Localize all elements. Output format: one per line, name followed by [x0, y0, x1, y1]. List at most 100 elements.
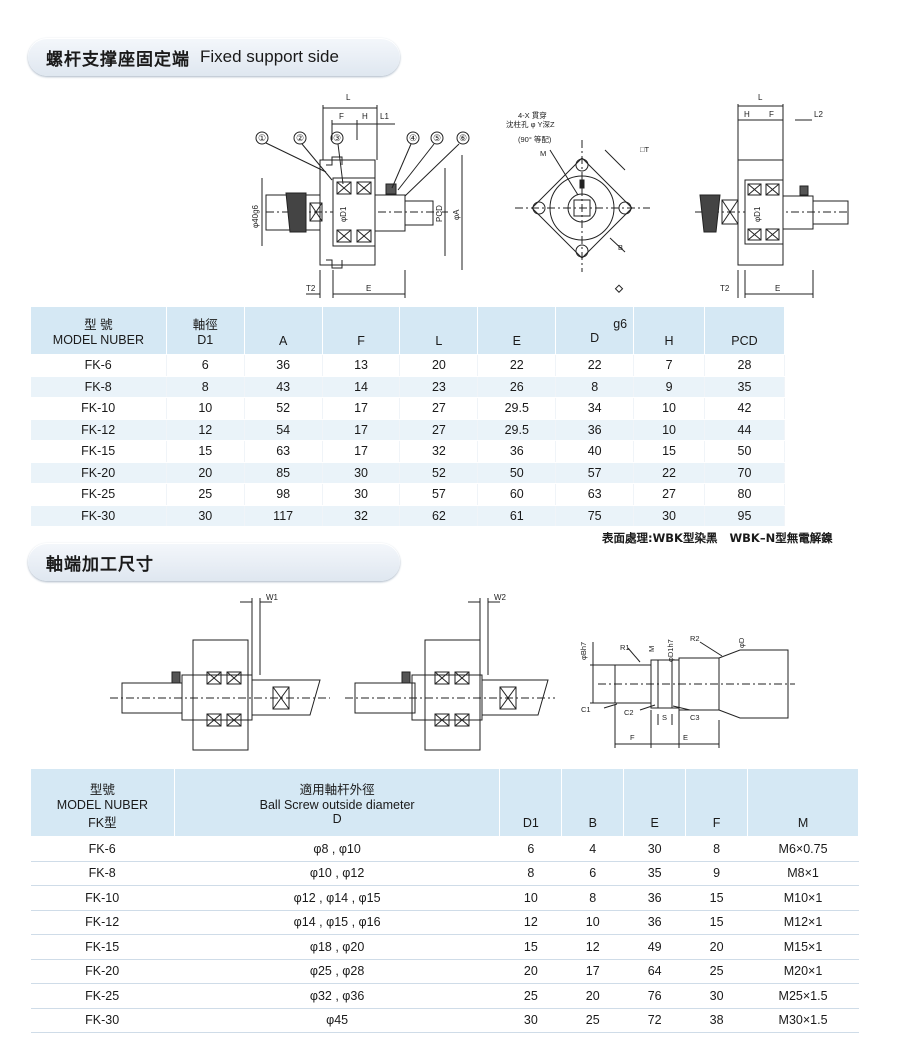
dim-label: C3 — [690, 713, 700, 722]
section-drawing-2-labels: L H F L2 φD1 T2 E — [720, 93, 823, 293]
table-cell: 32 — [399, 440, 479, 463]
table-cell: FK-15 — [30, 934, 175, 960]
shaft-end-detail-labels: φBh7 R1 M φD1h7 R2 φD C1 C2 S C3 F E — [579, 634, 746, 742]
col-header-e: E — [623, 768, 687, 837]
table-cell: 98 — [244, 483, 323, 506]
table-cell: 10 — [166, 397, 245, 420]
table-cell: 8 — [499, 861, 563, 886]
table-cell: 30 — [633, 505, 706, 527]
table-cell: 60 — [477, 483, 557, 506]
table-cell: 36 — [623, 885, 687, 911]
table-cell: 20 — [499, 959, 563, 984]
table-cell: 40 — [555, 440, 635, 463]
table-cell: 42 — [704, 397, 785, 420]
table-cell: 20 — [166, 462, 245, 484]
table-cell: 13 — [322, 354, 401, 377]
table-cell: FK-10 — [30, 885, 175, 911]
table-cell: 8 — [561, 885, 625, 911]
counterbore-label: 沈柱孔 φ Y深Z — [506, 119, 555, 129]
table-cell: 52 — [399, 462, 479, 484]
table-cell: φ18 , φ20 — [174, 934, 501, 960]
dim-label: PCD — [435, 205, 444, 222]
front-view-labels: 4-X 貫穿 沈柱孔 φ Y深Z (90° 等配) M □T B — [506, 110, 650, 252]
table-cell: 64 — [623, 959, 687, 984]
table-cell: 54 — [244, 419, 323, 441]
table-cell: M30×1.5 — [747, 1008, 859, 1033]
table-cell: 27 — [399, 419, 479, 441]
table-cell: 30 — [322, 483, 401, 506]
table-cell: 50 — [477, 462, 557, 484]
table-cell: 49 — [623, 934, 687, 960]
dim-label: φD1h7 — [666, 639, 675, 662]
hole-label: 4-X 貫穿 — [518, 110, 547, 120]
table-cell: 72 — [623, 1008, 687, 1033]
callout-2: ② — [296, 133, 304, 143]
col-header-h: H — [633, 306, 706, 355]
dim-label: W1 — [266, 593, 279, 602]
shaft-end-drawings: W1 W2 φBh7 R1 M φD1h7 — [110, 593, 795, 751]
pitch-label: (90° 等配) — [518, 134, 552, 144]
table-cell: 25 — [499, 983, 563, 1009]
table-cell: 17 — [561, 959, 625, 984]
table-cell: FK-20 — [30, 462, 167, 484]
col-header-pcd: PCD — [704, 306, 785, 355]
table-cell: 85 — [244, 462, 323, 484]
table-cell: 10 — [633, 419, 706, 441]
table-cell: 63 — [244, 440, 323, 463]
callout-1: ① — [258, 133, 266, 143]
table-cell: 117 — [244, 505, 323, 527]
table-cell: 8 — [685, 836, 749, 862]
table-cell: 30 — [623, 836, 687, 862]
dim-label: L2 — [814, 110, 823, 119]
dim-label: φD — [737, 637, 746, 648]
table-cell: 14 — [322, 376, 401, 398]
table-cell: 12 — [561, 934, 625, 960]
table-cell: 27 — [399, 397, 479, 420]
table-cell: M10×1 — [747, 885, 859, 911]
table-cell: 8 — [166, 376, 245, 398]
table-cell: FK-6 — [30, 836, 175, 862]
table-cell: 76 — [623, 983, 687, 1009]
table-cell: 30 — [499, 1008, 563, 1033]
table-cell: 50 — [704, 440, 785, 463]
dim-label: T2 — [720, 284, 730, 293]
table-cell: 61 — [477, 505, 557, 527]
table-cell: FK-30 — [30, 1008, 175, 1033]
dim-label: φ40g6 — [251, 204, 260, 228]
table-cell: 17 — [322, 419, 401, 441]
dim-label: F — [769, 110, 774, 119]
dim-label: W2 — [494, 593, 507, 602]
dim-label: L1 — [380, 112, 389, 121]
table-cell: 35 — [623, 861, 687, 886]
table-cell: 10 — [561, 910, 625, 935]
table-cell: 29.5 — [477, 397, 557, 420]
table-cell: 22 — [555, 354, 635, 377]
table-cell: 57 — [555, 462, 635, 484]
dim-label: L — [346, 93, 351, 102]
table-cell: 22 — [477, 354, 557, 377]
table-cell: 22 — [633, 462, 706, 484]
table-cell: 32 — [322, 505, 401, 527]
table-cell: M6×0.75 — [747, 836, 859, 862]
table-cell: 15 — [633, 440, 706, 463]
table-cell: 25 — [561, 1008, 625, 1033]
shaft-end-detail — [590, 641, 795, 748]
table-cell: 34 — [555, 397, 635, 420]
dim-label: F — [630, 733, 635, 742]
col-header-f: F — [321, 306, 401, 355]
